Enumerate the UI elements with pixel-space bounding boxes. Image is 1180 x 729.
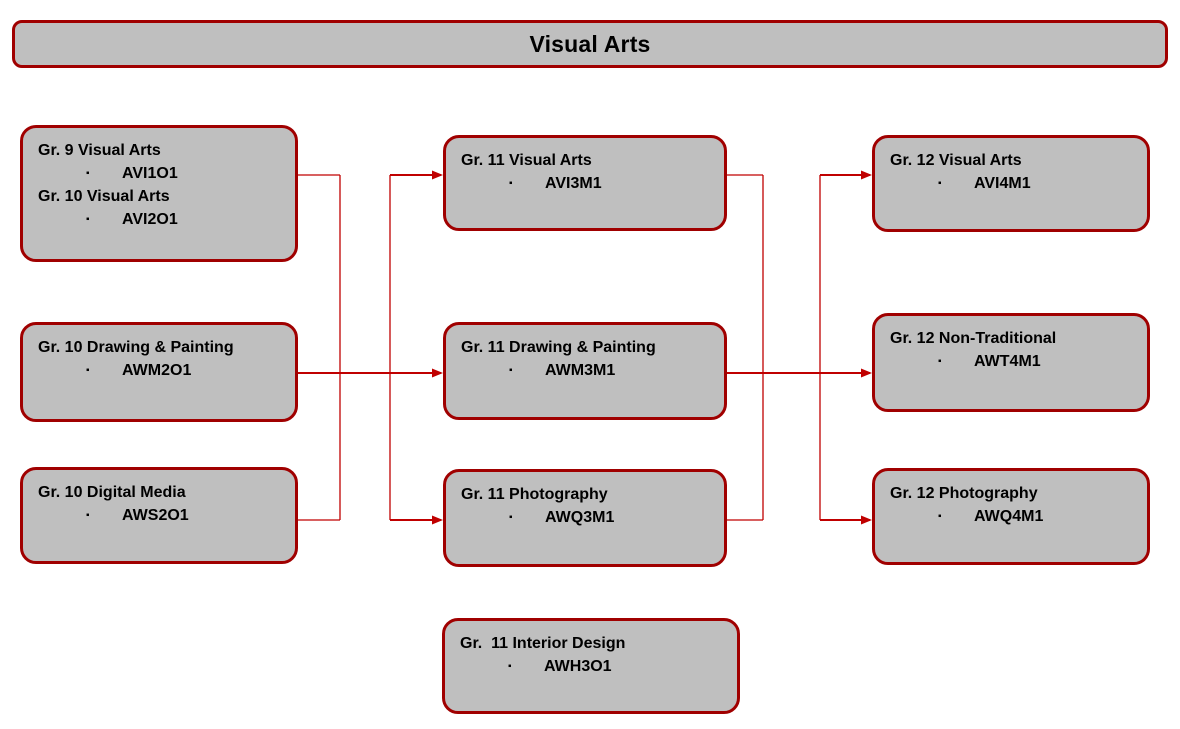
bullet-icon: ▪	[509, 512, 513, 523]
bullet-icon: ▪	[938, 178, 942, 189]
course-box-gr11-visual-arts: Gr. 11 Visual Arts ▪ AVI3M1	[443, 135, 727, 231]
course-code-line: ▪ AWQ3M1	[461, 506, 714, 529]
course-title: Gr. 12 Visual Arts	[890, 152, 1022, 169]
bullet-icon: ▪	[86, 510, 90, 521]
course-code: AWM2O1	[122, 362, 192, 379]
bullet-icon: ▪	[86, 168, 90, 179]
course-code: AVI4M1	[974, 175, 1031, 192]
course-title: Gr. 11 Visual Arts	[461, 152, 592, 169]
course-title: Gr. 10 Digital Media	[38, 484, 186, 501]
bullet-icon: ▪	[86, 214, 90, 225]
course-code: AWT4M1	[974, 353, 1041, 370]
course-box-gr9-10-visual-arts: Gr. 9 Visual Arts ▪ AVI1O1 Gr. 10 Visual…	[20, 125, 298, 262]
diagram-title: Visual Arts	[529, 30, 651, 57]
course-title: Gr. 10 Drawing & Painting	[38, 339, 234, 356]
course-code-line: ▪ AVI4M1	[890, 172, 1137, 195]
course-code-line: ▪ AWM3M1	[461, 359, 714, 382]
course-code-line: ▪ AVI1O1	[38, 162, 285, 185]
course-code: AWH3O1	[544, 658, 612, 675]
course-code: AWQ3M1	[545, 509, 615, 526]
course-code-line: ▪ AVI2O1	[38, 208, 285, 231]
course-box-gr10-digital-media: Gr. 10 Digital Media ▪ AWS2O1	[20, 467, 298, 564]
course-box-gr11-drawing-painting: Gr. 11 Drawing & Painting ▪ AWM3M1	[443, 322, 727, 420]
course-title: Gr. 9 Visual Arts	[38, 142, 161, 159]
course-code: AVI3M1	[545, 175, 602, 192]
course-box-gr10-drawing-painting: Gr. 10 Drawing & Painting ▪ AWM2O1	[20, 322, 298, 422]
course-code-line: ▪ AWT4M1	[890, 350, 1137, 373]
bullet-icon: ▪	[509, 365, 513, 376]
course-code: AWQ4M1	[974, 508, 1044, 525]
bullet-icon: ▪	[938, 511, 942, 522]
course-title: Gr. 11 Interior Design	[460, 635, 626, 652]
course-title: Gr. 11 Drawing & Painting	[461, 339, 656, 356]
course-code: AWS2O1	[122, 507, 189, 524]
course-code-line: ▪ AWQ4M1	[890, 505, 1137, 528]
course-code: AVI1O1	[122, 165, 178, 182]
course-code-line: ▪ AVI3M1	[461, 172, 714, 195]
course-code-line: ▪ AWH3O1	[460, 655, 727, 678]
course-code: AVI2O1	[122, 211, 178, 228]
bullet-icon: ▪	[508, 661, 512, 672]
course-title: Gr. 11 Photography	[461, 486, 608, 503]
course-box-gr12-photography: Gr. 12 Photography ▪ AWQ4M1	[872, 468, 1150, 565]
diagram-title-banner: Visual Arts	[12, 20, 1168, 68]
course-title: Gr. 10 Visual Arts	[38, 188, 170, 205]
bullet-icon: ▪	[509, 178, 513, 189]
course-box-gr12-non-traditional: Gr. 12 Non-Traditional ▪ AWT4M1	[872, 313, 1150, 412]
course-code-line: ▪ AWM2O1	[38, 359, 285, 382]
course-code: AWM3M1	[545, 362, 616, 379]
course-title: Gr. 12 Non-Traditional	[890, 330, 1057, 347]
bullet-icon: ▪	[86, 365, 90, 376]
course-box-gr12-visual-arts: Gr. 12 Visual Arts ▪ AVI4M1	[872, 135, 1150, 232]
course-code-line: ▪ AWS2O1	[38, 504, 285, 527]
course-title: Gr. 12 Photography	[890, 485, 1038, 502]
bullet-icon: ▪	[938, 356, 942, 367]
course-box-gr11-interior-design: Gr. 11 Interior Design ▪ AWH3O1	[442, 618, 740, 714]
course-box-gr11-photography: Gr. 11 Photography ▪ AWQ3M1	[443, 469, 727, 567]
